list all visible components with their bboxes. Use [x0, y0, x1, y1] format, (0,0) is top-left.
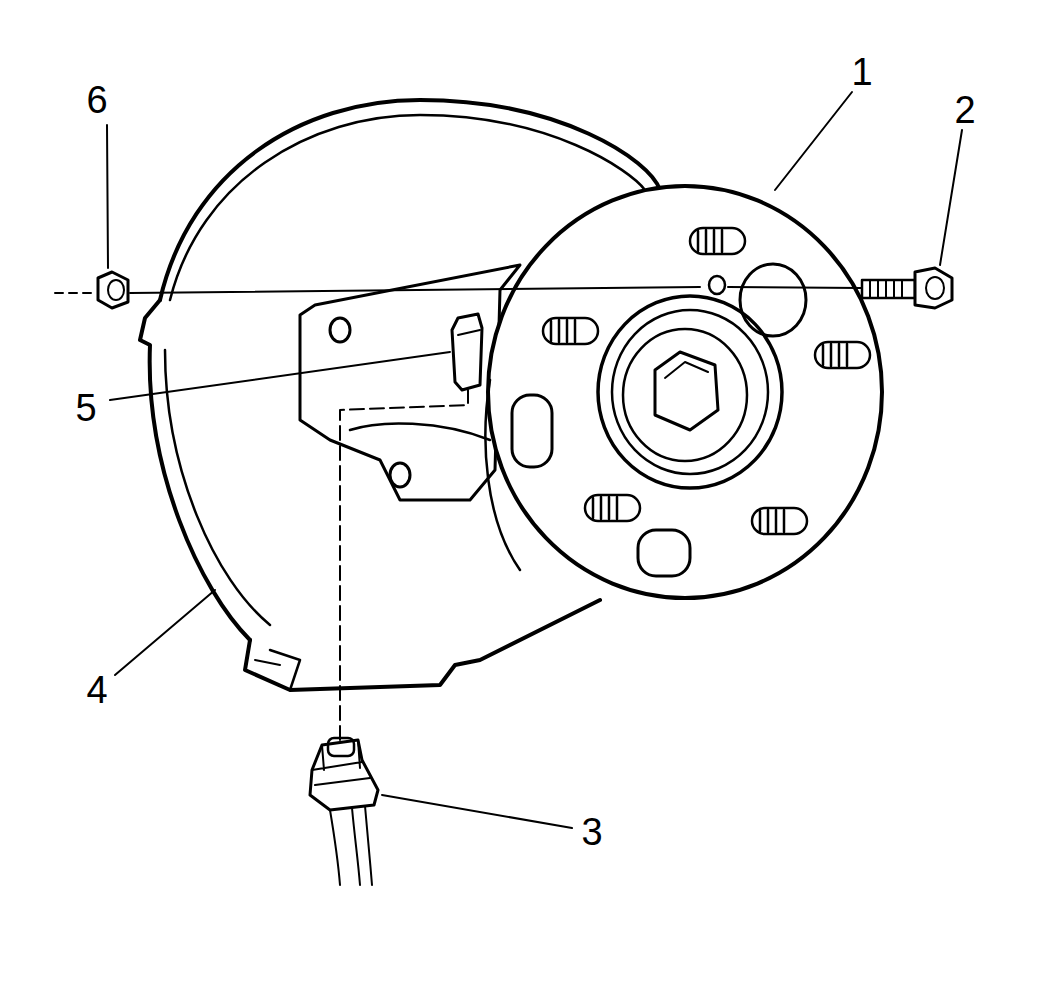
callout-number: 3: [579, 813, 604, 851]
callout-number: 2: [952, 91, 977, 129]
callout-number: 6: [84, 81, 109, 119]
callout-number: 4: [84, 671, 109, 709]
callout-number: 1: [849, 53, 874, 91]
callout-number: 5: [73, 389, 98, 427]
